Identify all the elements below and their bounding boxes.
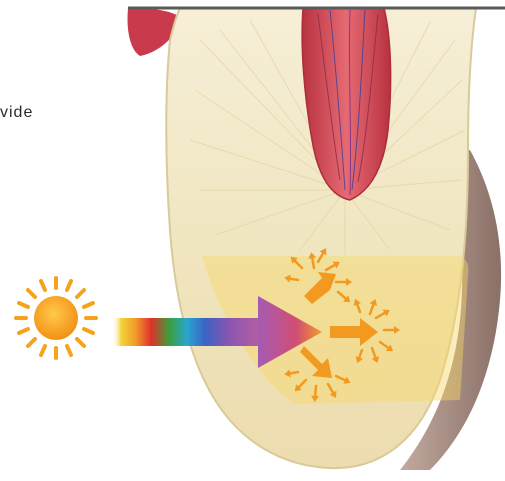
sun-icon: [16, 278, 96, 358]
light-spectrum-beam: [112, 318, 262, 346]
